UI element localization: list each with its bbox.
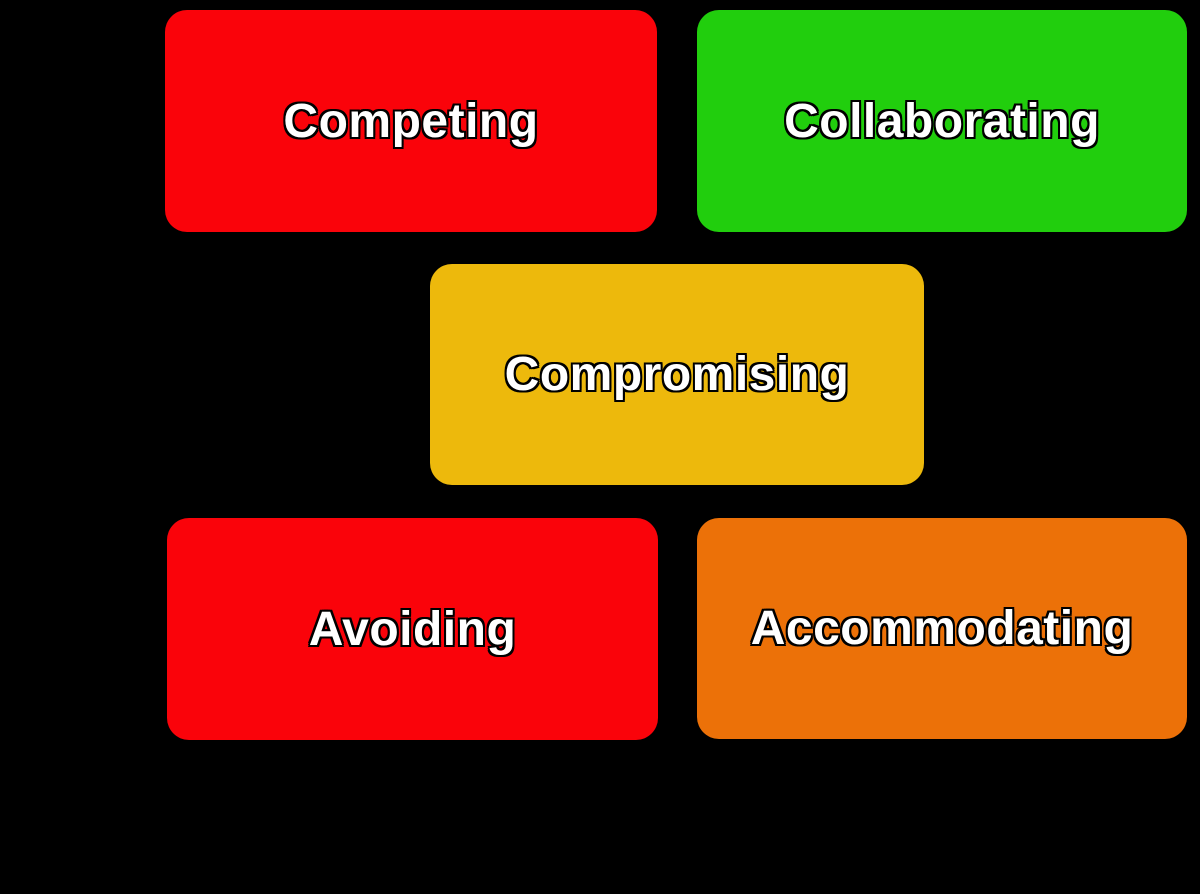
competing-label: Competing	[283, 94, 539, 148]
accommodating-label: Accommodating	[750, 602, 1134, 655]
accommodating-box: Accommodating	[697, 518, 1187, 739]
compromising-box: Compromising	[430, 264, 924, 485]
avoiding-box: Avoiding	[167, 518, 658, 740]
collaborating-box: Collaborating	[697, 10, 1187, 232]
collaborating-label: Collaborating	[784, 94, 1100, 148]
avoiding-label: Avoiding	[308, 602, 517, 656]
compromising-label: Compromising	[504, 348, 850, 401]
competing-box: Competing	[165, 10, 657, 232]
